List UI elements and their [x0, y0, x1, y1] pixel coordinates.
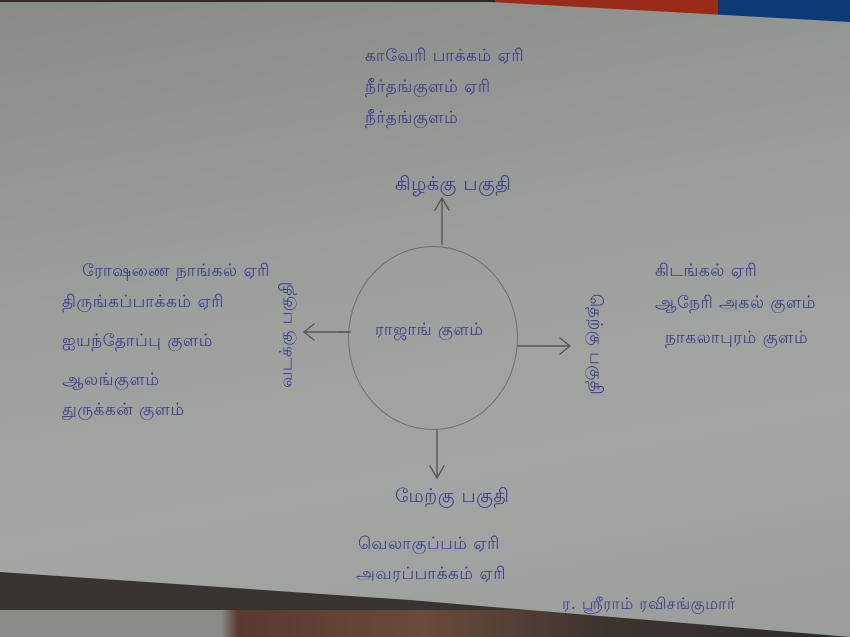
west-item: துருக்கன் குளம் [62, 400, 185, 420]
center-label: ராஜாங் குளம் [375, 320, 484, 340]
west-item: ஆலங்குளம் [62, 370, 160, 390]
north-item: நீர்தங்குளம் ஏரி [365, 77, 491, 97]
east-item: ஆநேரி அகல் குளம் [655, 293, 816, 313]
west-heading: வடக்கு பகுதி [276, 281, 297, 388]
south-item: வெலாகுப்பம் ஏரி [358, 534, 500, 554]
north-heading: கிழக்கு பகுதி [395, 173, 512, 195]
west-item: ஐயந்தோப்பு குளம் [62, 331, 213, 351]
south-heading: மேற்கு பகுதி [395, 485, 510, 507]
west-item: திருங்கப்பாக்கம் ஏரி [62, 292, 224, 312]
south-item: அவரப்பாக்கம் ஏரி [356, 564, 506, 584]
west-item: ரோஷணை நாங்கல் ஏரி [82, 261, 270, 281]
east-item: நாகலாபுரம் குளம் [665, 328, 809, 348]
east-heading: தெற்கு பகுதி [585, 293, 606, 396]
center-circle [348, 246, 518, 430]
north-item: நீர்தங்குளம் [365, 108, 459, 128]
signature: ர. ஸ்ரீராம் ரவிசங்குமார் [562, 594, 736, 613]
north-item: காவேரி பாக்கம் ஏரி [365, 46, 525, 66]
east-item: கிடங்கல் ஏரி [655, 261, 758, 281]
